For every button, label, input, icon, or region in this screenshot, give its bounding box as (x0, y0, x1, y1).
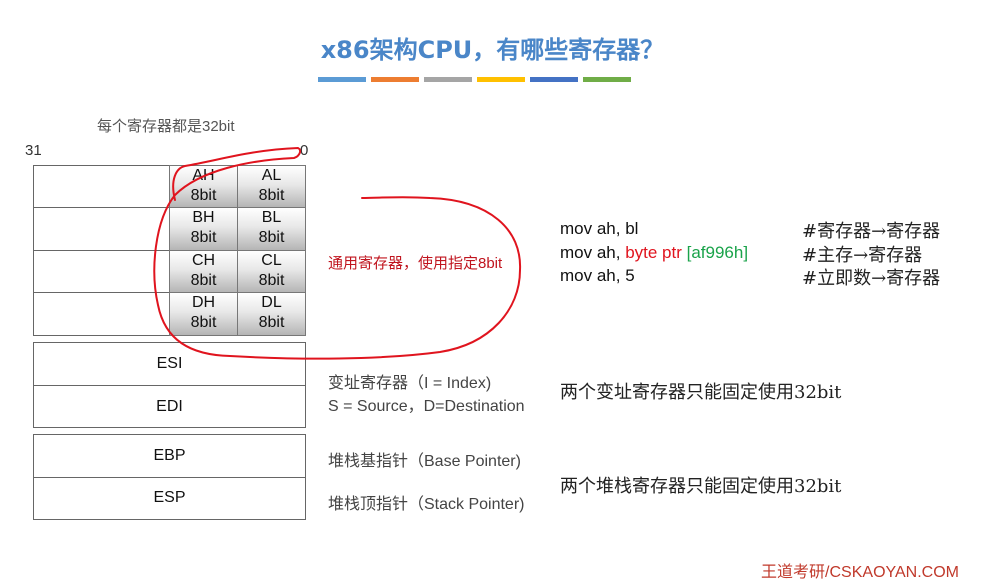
index-note: 两个变址寄存器只能固定使用32bit (560, 382, 842, 403)
bit-low-label: 0 (300, 142, 309, 159)
instruction-line: mov ah, bl (560, 219, 639, 238)
index-desc-line2: S = Source，D=Destination (328, 398, 525, 415)
register-size-note: 每个寄存器都是32bit (97, 118, 235, 135)
divider (33, 477, 306, 478)
index-desc-line1: 变址寄存器（I = Index) (328, 375, 492, 392)
ebx-upper-half (33, 207, 170, 251)
general-registers-label: 通用寄存器，使用指定8bit (328, 255, 503, 272)
accent-bar (477, 77, 525, 82)
accent-bar (371, 77, 419, 82)
esp-desc: 堆栈顶指针（Stack Pointer) (328, 496, 525, 513)
instruction-line: mov ah, byte ptr [af996h] (560, 243, 749, 262)
instruction-comment: #寄存器→寄存器 (802, 221, 941, 242)
edx-upper-half (33, 292, 170, 336)
divider (33, 385, 306, 386)
accent-bar (424, 77, 472, 82)
bit-high-label: 31 (25, 142, 42, 159)
register-ebp: EBP (153, 447, 186, 464)
ecx-upper-half (33, 250, 170, 293)
register-esi: ESI (156, 355, 183, 372)
register-esp: ESP (153, 489, 186, 506)
instruction-line: mov ah, 5 (560, 266, 635, 285)
accent-bar (583, 77, 631, 82)
stack-note: 两个堆栈寄存器只能固定使用32bit (560, 476, 842, 497)
watermark: 王道考研/CSKAOYAN.COM (761, 564, 959, 581)
register-edi: EDI (156, 398, 183, 415)
accent-bar (318, 77, 366, 82)
accent-bar (530, 77, 578, 82)
ebp-desc: 堆栈基指针（Base Pointer) (328, 453, 521, 470)
instruction-comment: #主存→寄存器 (802, 245, 923, 266)
instruction-comment: #立即数→寄存器 (802, 268, 941, 289)
annotation-stroke (153, 147, 522, 360)
page-title: x86架构CPU，有哪些寄存器？ (320, 36, 665, 64)
